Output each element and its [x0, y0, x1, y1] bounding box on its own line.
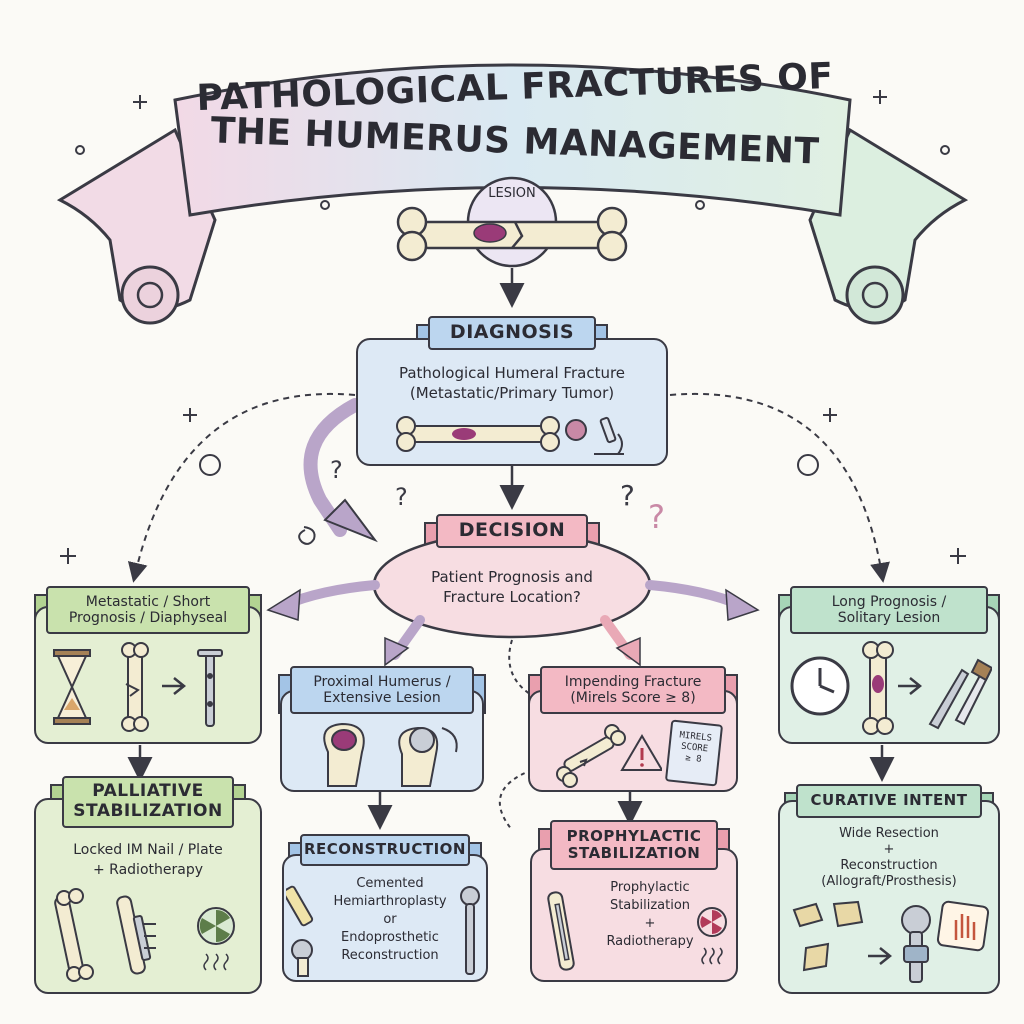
prophylactic-detail-line2: Stabilization [609, 898, 691, 913]
prophylactic-radiation-icon [697, 907, 727, 965]
long-prognosis-icons [790, 641, 992, 735]
metastatic-header-line1: Metastatic / Short [85, 593, 211, 610]
title-banner [173, 63, 852, 217]
curative-icons [792, 900, 990, 983]
diagnosis-line1: Pathological Humeral Fracture [398, 364, 626, 382]
curative-detail-line4: (Allograft/Prosthesis) [821, 874, 957, 889]
metastatic-header-line2: Prognosis / Diaphyseal [68, 610, 228, 626]
diagnosis-icons [396, 416, 624, 455]
allograft-bone-pieces-icon [792, 900, 864, 972]
diagnosis-line2: (Metastatic/Primary Tumor) [409, 384, 615, 402]
proximal-header-line2: Extensive Lesion [323, 690, 441, 706]
svg-text:?: ? [330, 456, 343, 484]
svg-text:?: ? [648, 498, 665, 536]
prophylactic-header: PROPHYLACTIC STABILIZATION [538, 820, 730, 870]
impending-icons [556, 724, 662, 788]
arrow-right-icon [868, 947, 893, 965]
warning-icon [620, 734, 662, 771]
dashed-connector-lower [498, 769, 533, 831]
curved-arrow-to-decision [303, 398, 362, 537]
microscope-icon [594, 416, 624, 455]
palliative-header-line1: PALLIATIVE [92, 781, 204, 802]
long-header-line2: Solitary Lesion [837, 610, 941, 626]
humeral-head-lesion-icon [323, 722, 365, 787]
decision-line1: Patient Prognosis and [431, 568, 593, 586]
prophylactic-detail-line3: + [644, 916, 656, 931]
reconstruction-box [282, 854, 488, 982]
diagnosis-header: DIAGNOSIS [416, 316, 608, 350]
endoprosthesis-icon [460, 886, 480, 975]
fractured-bone-vertical-icon [121, 642, 149, 732]
arrow-right-icon [162, 677, 187, 695]
scalpel-icon [928, 668, 970, 730]
prophylactic-header-line1: PROPHYLACTIC [566, 826, 702, 845]
palliative-header-line2: STABILIZATION [73, 801, 223, 821]
bone-with-nail-icon [54, 888, 94, 982]
prosthesis-implant-icon [901, 905, 931, 983]
decision-header: DECISION [424, 514, 600, 548]
palliative-header: PALLIATIVE STABILIZATION [50, 776, 246, 828]
sparkle-decorations [60, 90, 966, 564]
mirels-score-card: MIRELS SCORE ≥ 8 [664, 719, 724, 787]
spiral-doodle [298, 526, 316, 545]
metastatic-icons [53, 642, 223, 732]
curative-detail-line3: Reconstruction [840, 858, 938, 873]
shoulder-prosthesis-icon [398, 726, 458, 787]
prophylactic-detail-line1: Prophylactic [610, 880, 690, 895]
svg-text:?: ? [395, 483, 408, 511]
cracked-bone-icon [556, 724, 626, 788]
palliative-icons [54, 888, 235, 982]
question-mark-decorations: ? ? ? ? [330, 456, 665, 536]
reconstruction-header: RECONSTRUCTION [288, 834, 482, 866]
proximal-header-line1: Proximal Humerus / [313, 673, 451, 690]
cement-prosthesis-icon [286, 885, 314, 977]
long-prognosis-header: Long Prognosis / Solitary Lesion [778, 586, 1000, 634]
arrow-right-icon [898, 677, 923, 695]
palliative-detail-line2: + Radiotherapy [92, 862, 203, 878]
fractured-bone-icon [396, 416, 560, 452]
im-nail-icon [197, 649, 223, 727]
reconstruction-detail-line1: Cemented [356, 876, 424, 891]
metastatic-header: Metastatic / Short Prognosis / Diaphysea… [34, 586, 262, 634]
prophylactic-detail-line4: Radiotherapy [606, 934, 694, 949]
bone-with-plate-icon [116, 895, 156, 975]
clock-icon [790, 656, 850, 716]
bone-saw-icon [954, 658, 992, 726]
impending-header-line1: Impending Fracture [564, 673, 702, 690]
decision-line2: Fracture Location? [443, 588, 581, 606]
lesion-bone-icon [396, 176, 628, 268]
tumor-cell-icon [565, 419, 587, 441]
radiation-icon [197, 907, 235, 971]
prophylactic-header-line2: STABILIZATION [567, 844, 701, 862]
title-banner-left-tail [56, 127, 217, 325]
bone-solitary-lesion-icon [862, 641, 894, 735]
reconstruction-detail-line5: Reconstruction [341, 948, 439, 963]
long-header-line1: Long Prognosis / [831, 593, 947, 610]
reconstruction-detail-line2: Hemiarthroplasty [333, 894, 447, 909]
hand-function-icon [936, 900, 990, 952]
proximal-icons [323, 722, 458, 787]
hourglass-icon [53, 649, 91, 725]
dashed-arrow-right [669, 393, 890, 583]
palliative-detail-line1: Locked IM Nail / Plate [73, 842, 223, 858]
impending-header-line2: (Mirels Score ≥ 8) [570, 690, 696, 706]
prophylactic-bone-nail-icon [547, 891, 575, 971]
reconstruction-detail-line3: or [383, 912, 397, 927]
dashed-arrow-left [127, 393, 356, 583]
curative-header: CURATIVE INTENT [784, 784, 994, 818]
reconstruction-detail-line4: Endoprosthetic [341, 930, 439, 945]
proximal-header: Proximal Humerus / Extensive Lesion [278, 666, 486, 714]
svg-text:?: ? [620, 479, 635, 512]
curative-detail-line2: + [883, 842, 895, 857]
title-banner-right-tail [808, 127, 969, 325]
lesion-label: LESION [488, 186, 536, 201]
impending-header: Impending Fracture (Mirels Score ≥ 8) [528, 666, 738, 714]
curative-detail-line1: Wide Resection [839, 826, 939, 841]
